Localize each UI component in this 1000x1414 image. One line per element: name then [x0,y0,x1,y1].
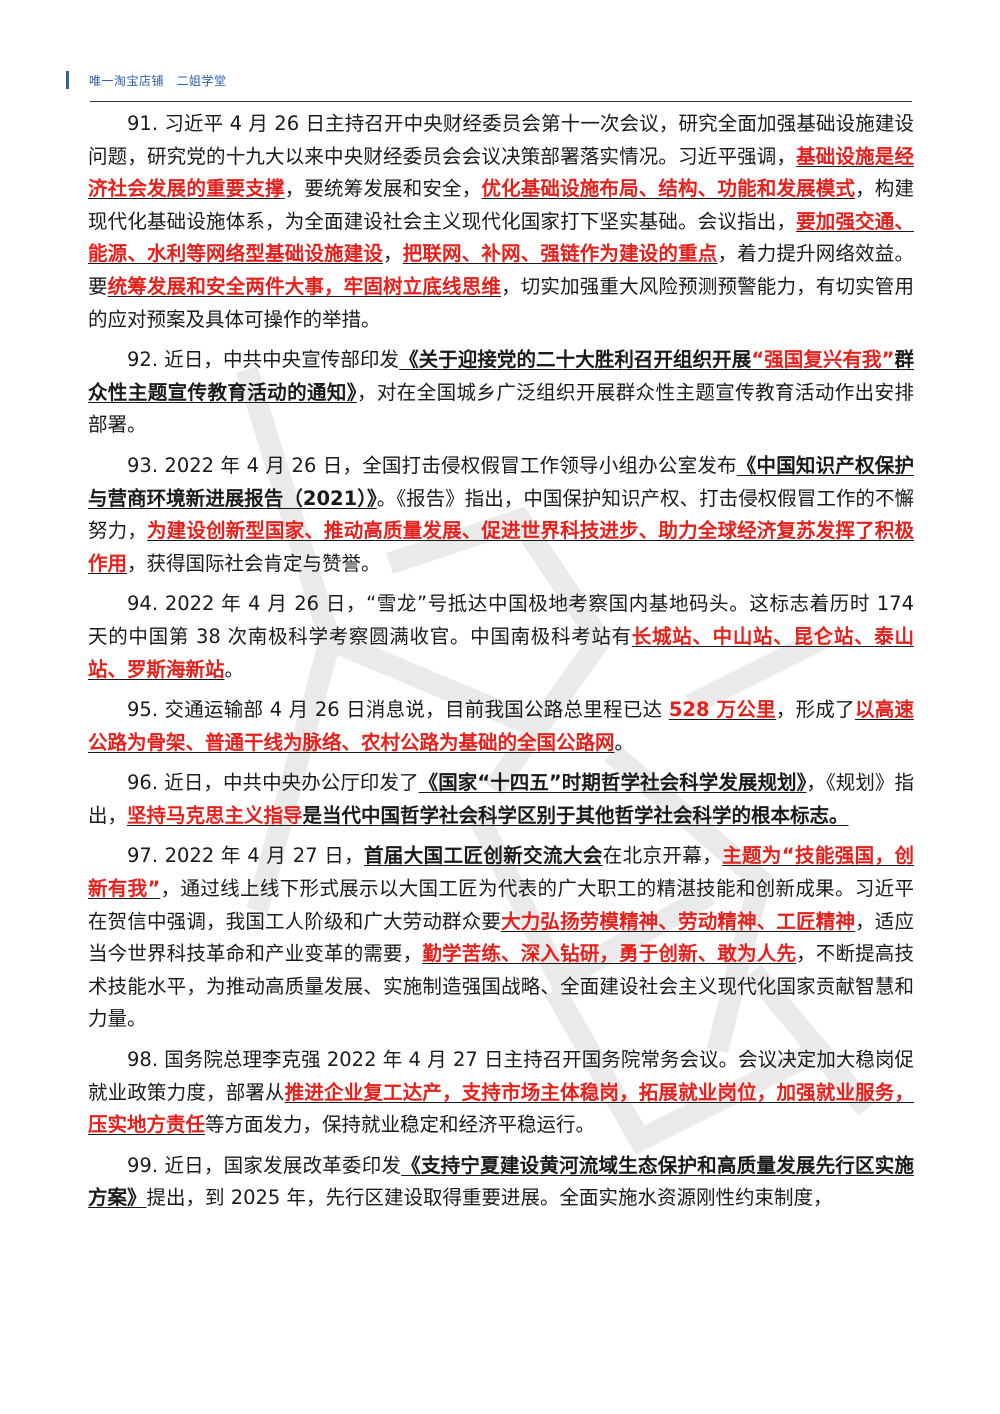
highlighted-text: “强国复兴有我” [751,348,895,372]
body-text: ，形成了 [775,698,855,722]
body-text: 95. 交通运输部 4 月 26 日消息说，目前我国公路总里程已达 [127,698,669,722]
body-text: 。《报告》指出，中国保护知识产权、打击侵权假冒工作的不懈努力， [88,486,914,543]
body-text: 98. 国务院总理李克强 2022 年 4 月 27 日主持召开国务院常务会议。… [88,1048,914,1104]
bold-underlined-text: 《关于迎接党的二十大胜利召开组织开展 [399,348,752,372]
highlighted-text: 为建设创新型国家、推动高质量发展、促进世界科技进步、助力全球经济复苏发挥了积极作… [88,519,914,575]
highlighted-text: 勤学苦练、深入钻研，勇于创新、敢为人先 [422,942,797,966]
body-text: 99. 近日，国家发展改革委印发 [127,1153,402,1177]
body-text: ，对在全国城乡广泛组织开展群众性主题宣传教育活动作出安排部署。 [88,380,914,437]
body-text: ，切实加强重大风险预测预警能力，有切实管用的应对预案及具体可操作的举措。 [88,274,914,331]
body-text: 91. 习近平 4 月 26 日主持召开中央财经委员会第十一次会议，研究全面加强… [88,112,914,168]
paragraph-98: 98. 国务院总理李克强 2022 年 4 月 27 日主持召开国务院常务会议。… [88,1044,914,1142]
paragraph-91: 91. 习近平 4 月 26 日主持召开中央财经委员会第十一次会议，研究全面加强… [88,108,914,336]
body-text: 92. 近日，中共中央宣传部印发 [127,348,400,372]
body-text: ，通过线上线下形式展示以大国工匠为代表的广大职工的精湛技能和创新成果。习近平在贺… [88,877,914,933]
header-text: 唯一淘宝店铺 二姐学堂 [89,73,227,88]
paragraph-95: 95. 交通运输部 4 月 26 日消息说，目前我国公路总里程已达 528 万公… [88,694,914,759]
highlighted-text: 要加强交通、能源、水利等网络型基础设施建设 [88,209,914,266]
body-text: 93. 2022 年 4 月 26 日，全国打击侵权假冒工作领导小组办公室发布 [127,453,737,477]
paragraph-99: 99. 近日，国家发展改革委印发《支持宁夏建设黄河流域生态保护和高质量发展先行区… [88,1150,914,1215]
highlighted-text: 长城站、中山站、昆仑站、泰山站、罗斯海新站 [88,624,914,681]
body-text: ，获得国际社会肯定与赞誉。 [127,551,381,575]
body-text: 等方面发力，保持就业稳定和经济平稳运行。 [205,1113,596,1137]
body-text: ，《规划》指出， [88,771,914,827]
bold-underlined-text: 《中国知识产权保护与营商环境新进展报告（2021）》 [88,453,914,510]
body-text: ， [383,242,403,266]
paragraph-92: 92. 近日，中共中央宣传部印发《关于迎接党的二十大胜利召开组织开展“强国复兴有… [88,344,914,442]
bold-underlined-text: 首届大国工匠创新交流大会 [364,844,603,868]
highlighted-text: 优化基础设施布局、结构、功能和发展模式 [481,177,856,201]
bold-underlined-text: 《国家“十四五”时期哲学社会科学发展规划》 [418,771,807,795]
document-body: 91. 习近平 4 月 26 日主持召开中央财经委员会第十一次会议，研究全面加强… [88,108,914,1223]
bold-underlined-text: 《支持宁夏建设黄河流域生态保护和高质量发展先行区实施方案》 [88,1153,914,1210]
paragraph-93: 93. 2022 年 4 月 26 日，全国打击侵权假冒工作领导小组办公室发布《… [88,450,914,580]
body-text: 在北京开幕， [602,844,723,868]
body-text: ，要统筹发展和安全， [284,177,482,201]
body-text: ，适应当今世界科技革命和产业变革的需要， [88,909,914,966]
body-text: ，着力提升网络效益。要 [88,242,914,298]
body-text: 94. 2022 年 4 月 26 日，“雪龙”号抵达中国极地考察国内基地码头。… [88,592,914,648]
body-text: 提出，到 2025 年，先行区建设取得重要进展。全面实施水资源刚性约束制度， [146,1186,833,1210]
highlighted-text: 基础设施是经济社会发展的重要支撑 [88,144,914,201]
bold-underlined-text: 是当代中国哲学社会科学区别于其他哲学社会科学的根本标志。 [302,803,849,827]
body-text: ，构建现代化基础设施体系，为全面建设社会主义现代化国家打下坚实基础。会议指出， [88,177,914,233]
bold-underlined-text: 群众性主题宣传教育活动的通知》 [88,348,914,404]
paragraph-96: 96. 近日，中共中央办公厅印发了《国家“十四五”时期哲学社会科学发展规划》，《… [88,767,914,832]
paragraph-94: 94. 2022 年 4 月 26 日，“雪龙”号抵达中国极地考察国内基地码头。… [88,588,914,686]
highlighted-text: 把联网、补网、强链作为建设的重点 [402,242,718,266]
header-accent-bar [66,71,69,89]
body-text: 96. 近日，中共中央办公厅印发了 [127,771,419,795]
paragraph-97: 97. 2022 年 4 月 27 日，首届大国工匠创新交流大会在北京开幕，主题… [88,840,914,1036]
highlighted-text: 大力弘扬劳模精神、劳动精神、工匠精神 [501,909,856,933]
body-text: ，不断提高技术技能水平，为推动高质量发展、实施制造强国战略、全面建设社会主义现代… [88,942,914,1031]
highlighted-text: 统筹发展和安全两件大事，牢固树立底线思维 [107,274,502,298]
body-text: 97. 2022 年 4 月 27 日， [127,844,364,868]
highlighted-text: 以高速公路为骨架、普通干线为脉络、农村公路为基础的全国公路网 [88,698,914,754]
body-text: 。 [614,730,635,754]
header-rule [90,101,912,102]
highlighted-text: 主题为“技能强国，创新有我” [88,844,914,901]
page-header: 唯一淘宝店铺 二姐学堂 [66,70,227,90]
body-text: 。 [224,657,245,681]
highlighted-text: 坚持马克思主义指导 [127,803,303,827]
highlighted-text: 推进企业复工达产，支持市场主体稳岗，拓展就业岗位，加强就业服务，压实地方责任 [88,1080,914,1137]
highlighted-text: 528 万公里 [668,698,776,722]
